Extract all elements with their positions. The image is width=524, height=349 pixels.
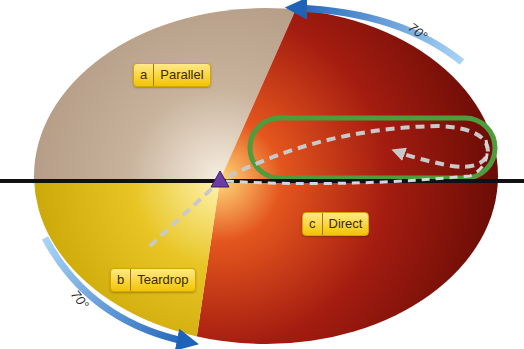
teardrop-sector — [34, 8, 498, 344]
entry-letter: b — [111, 269, 130, 291]
entry-letter: c — [303, 213, 322, 235]
fix-symbol — [211, 171, 229, 187]
entry-label-box: cDirect — [302, 212, 369, 236]
angle-label: 70° — [405, 20, 430, 44]
entry-name: Parallel — [153, 64, 209, 86]
angle-label: 70° — [68, 287, 92, 312]
entry-track — [150, 126, 488, 246]
entry-name: Teardrop — [130, 269, 194, 291]
entry-label-box: aParallel — [133, 63, 211, 87]
angle-arrow — [296, 8, 462, 62]
parallel-sector — [34, 8, 498, 344]
entry-sectors — [34, 8, 498, 344]
entry-track — [226, 140, 487, 184]
inbound-course-line — [0, 179, 524, 183]
entry-name: Direct — [322, 213, 369, 235]
entry-label-box: bTeardrop — [110, 268, 196, 292]
direct-sector — [34, 8, 498, 344]
entry-letter: a — [134, 64, 153, 86]
holding-pattern — [250, 118, 495, 178]
